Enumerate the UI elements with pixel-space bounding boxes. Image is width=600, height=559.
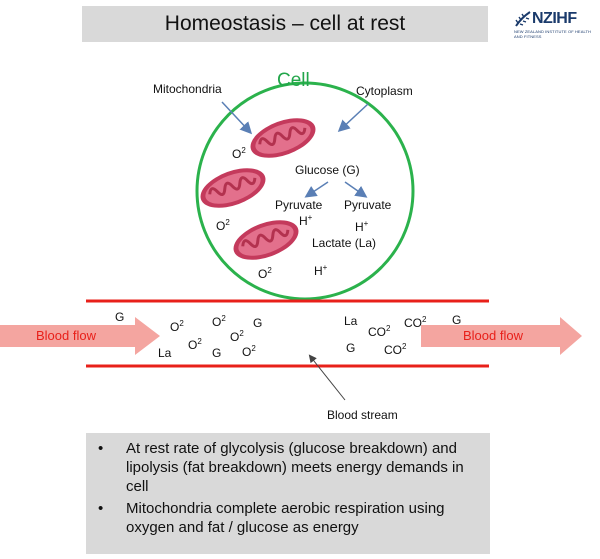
glucose-marker: G bbox=[253, 316, 263, 330]
mitochondria-label: Mitochondria bbox=[153, 82, 222, 96]
lactate-marker: La bbox=[344, 314, 358, 328]
hydrogen-ion-marker: H+ bbox=[355, 219, 369, 234]
nzihf-logo: NZIHF NEW ZEALAND INSTITUTE OF HEALTH AN… bbox=[512, 10, 592, 40]
glucose-label: Glucose (G) bbox=[295, 163, 360, 177]
blood-flow-arrow-right bbox=[421, 317, 582, 355]
summary-list: • At rest rate of glycolysis (glucose bre… bbox=[86, 433, 490, 537]
blood-flow-label-left: Blood flow bbox=[36, 328, 96, 343]
logo-tagline: NEW ZEALAND INSTITUTE OF HEALTH AND FITN… bbox=[514, 29, 592, 39]
mitochondrion-2 bbox=[193, 158, 273, 218]
bullet-text: At rest rate of glycolysis (glucose brea… bbox=[126, 440, 464, 495]
pyruvate-left-label: Pyruvate bbox=[275, 198, 323, 212]
blood-stream-label: Blood stream bbox=[327, 408, 398, 422]
summary-panel: • At rest rate of glycolysis (glucose bre… bbox=[86, 433, 490, 554]
slide-title: Homeostasis – cell at rest bbox=[82, 6, 488, 42]
lactate-marker: La bbox=[158, 346, 172, 360]
oxygen-marker: O2 bbox=[242, 344, 256, 359]
carbon-dioxide-marker: CO2 bbox=[384, 342, 407, 357]
mitochondrion-3 bbox=[226, 210, 306, 270]
lactate-label: Lactate (La) bbox=[312, 236, 377, 250]
blood-stream-pointer-arrow bbox=[308, 354, 346, 401]
oxygen-marker: O2 bbox=[188, 337, 202, 352]
fern-icon bbox=[515, 11, 531, 27]
mitochondrion-1 bbox=[243, 108, 323, 168]
glucose-to-pyruvate-arrow-left bbox=[304, 181, 329, 198]
logo-wordmark: NZIHF bbox=[532, 10, 577, 27]
oxygen-marker: O2 bbox=[216, 218, 230, 233]
cytoplasm-label: Cytoplasm bbox=[356, 84, 413, 98]
oxygen-marker: O2 bbox=[258, 266, 272, 281]
bullet-dot: • bbox=[98, 440, 104, 457]
carbon-dioxide-marker: CO2 bbox=[368, 324, 391, 339]
glucose-to-pyruvate-arrow-right bbox=[344, 181, 368, 198]
pyruvate-right-label: Pyruvate bbox=[344, 198, 392, 212]
oxygen-marker: O2 bbox=[212, 314, 226, 329]
oxygen-marker: O2 bbox=[170, 319, 184, 334]
cell-membrane bbox=[195, 81, 415, 301]
cytoplasm-pointer-arrow bbox=[337, 103, 369, 133]
glucose-marker: G bbox=[452, 313, 462, 327]
oxygen-marker: O2 bbox=[232, 146, 246, 161]
blood-flow-arrow-left bbox=[0, 317, 160, 355]
hydrogen-ion-marker: H+ bbox=[299, 213, 313, 228]
blood-flow-label-right: Blood flow bbox=[463, 328, 523, 343]
mitochondria-pointer-arrow bbox=[221, 101, 253, 135]
carbon-dioxide-marker: CO2 bbox=[404, 315, 427, 330]
bullet-dot: • bbox=[98, 500, 104, 517]
bullet-text: Mitochondria complete aerobic respiratio… bbox=[126, 500, 445, 536]
summary-bullet: • At rest rate of glycolysis (glucose bre… bbox=[98, 439, 478, 496]
glucose-marker: G bbox=[212, 346, 222, 360]
hydrogen-ion-marker: H+ bbox=[314, 263, 328, 278]
summary-bullet: • Mitochondria complete aerobic respirati… bbox=[98, 499, 478, 537]
oxygen-marker: O2 bbox=[230, 329, 244, 344]
glucose-marker: G bbox=[346, 341, 356, 355]
cell-label: Cell bbox=[277, 70, 310, 91]
glucose-marker: G bbox=[115, 310, 125, 324]
